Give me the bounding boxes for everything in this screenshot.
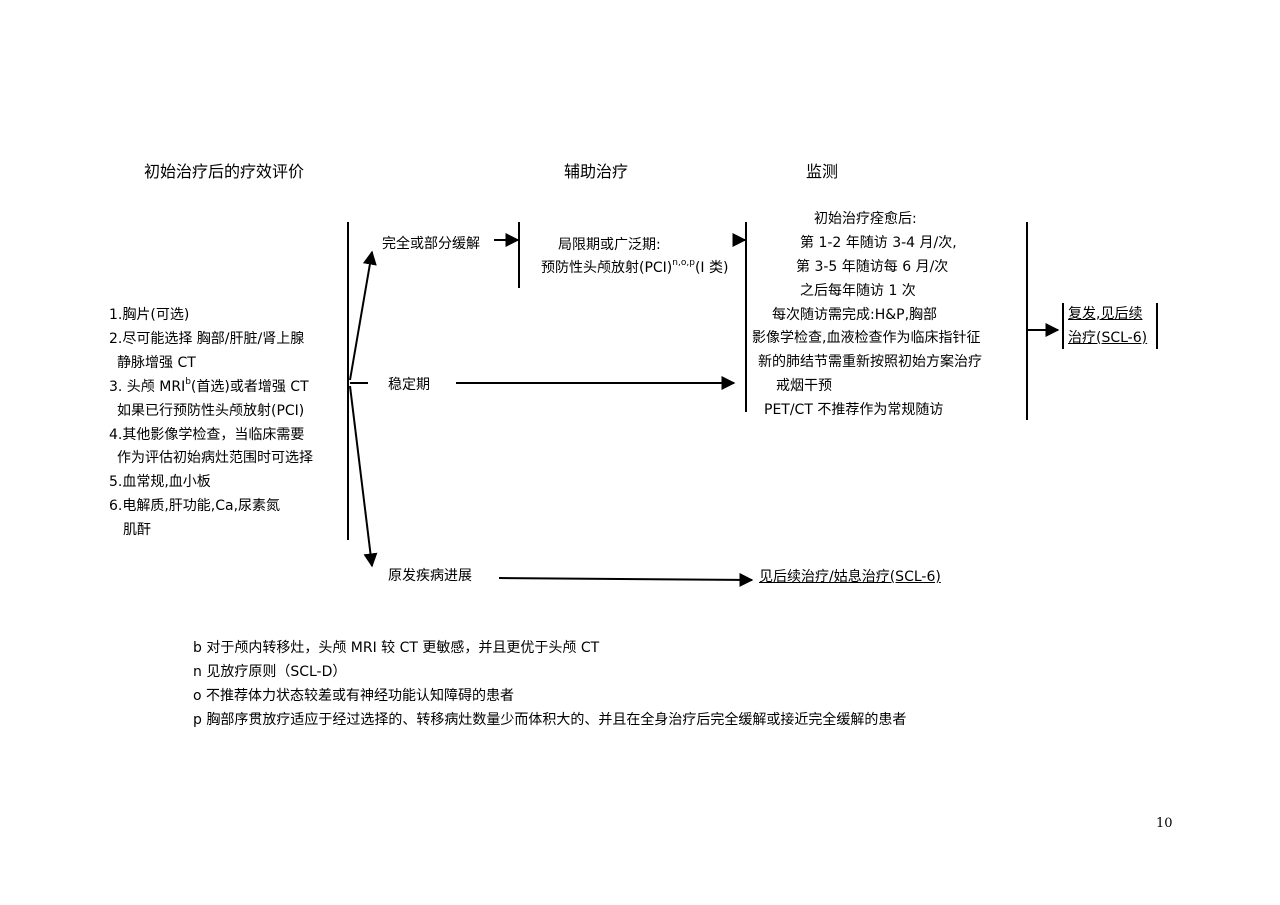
- footnote-b: b 对于颅内转移灶，头颅 MRI 较 CT 更敏感，并且更优于头颅 CT: [193, 640, 600, 656]
- eval-item: 2.尽可能选择 胸部/肝脏/肾上腺: [109, 331, 305, 347]
- relapse-line2: 治疗(SCL-6): [1068, 330, 1148, 346]
- monitor-line: 新的肺结节需重新按照初始方案治疗: [758, 354, 982, 370]
- monitor-line: 戒烟干预: [776, 378, 832, 394]
- page-number: 10: [1156, 816, 1173, 831]
- header-adjuvant-therapy: 辅助治疗: [564, 162, 629, 181]
- footnote-n: n 见放疗原则（SCL-D）: [193, 664, 347, 680]
- eval-item: 作为评估初始病灶范围时可选择: [117, 450, 313, 466]
- eval-item: 5.血常规,血小板: [109, 474, 211, 490]
- relapse-line1: 复发,见后续: [1068, 306, 1143, 322]
- header-surveillance: 监测: [806, 162, 839, 181]
- eval-item: 1.胸片(可选): [109, 307, 190, 323]
- eval-item: 肌酐: [123, 522, 151, 538]
- arrow-to-progress: [349, 385, 378, 568]
- eval-item: 如果已行预防性头颅放射(PCI): [117, 403, 305, 419]
- eval-item: 6.电解质,肝功能,Ca,尿素氮: [109, 498, 281, 514]
- footnote-o: o 不推荐体力状态较差或有神经功能认知障碍的患者: [193, 688, 515, 704]
- arrow-to-complete: [349, 250, 377, 381]
- outcome-complete-partial-response: 完全或部分缓解: [382, 236, 480, 252]
- arrow-progress-palliative: [498, 572, 754, 587]
- monitor-line: PET/CT 不推荐作为常规随访: [764, 402, 944, 418]
- eval-item: 4.其他影像学检查，当临床需要: [109, 427, 305, 443]
- monitor-line: 影像学检查,血液检查作为临床指针征: [752, 330, 981, 346]
- outcome-primary-progression: 原发疾病进展: [388, 568, 472, 584]
- monitor-line: 每次随访需完成:H&P,胸部: [772, 307, 938, 323]
- monitor-line: 第 3-5 年随访每 6 月/次: [796, 259, 949, 275]
- monitor-line: 第 1-2 年随访 3-4 月/次,: [800, 235, 957, 251]
- outcome-stable-disease: 稳定期: [388, 377, 430, 393]
- eval-item: 静脉增强 CT: [117, 355, 196, 371]
- footnote-p: p 胸部序贯放疗适应于经过选择的、转移病灶数量少而体积大的、并且在全身治疗后完全…: [193, 712, 907, 728]
- progression-subsequent-therapy: 见后续治疗/姑息治疗(SCL-6): [759, 569, 941, 585]
- eval-item: 3. 头颅 MRIb(首选)或者增强 CT: [109, 377, 309, 395]
- header-response-evaluation: 初始治疗后的疗效评价: [144, 162, 305, 181]
- adjuvant-pci-label: 预防性头颅放射(PCI)n,o,p(I 类): [541, 258, 729, 276]
- monitor-line: 初始治疗痊愈后:: [814, 211, 917, 227]
- adjuvant-stage-label: 局限期或广泛期:: [558, 237, 661, 253]
- monitor-line: 之后每年随访 1 次: [800, 283, 916, 299]
